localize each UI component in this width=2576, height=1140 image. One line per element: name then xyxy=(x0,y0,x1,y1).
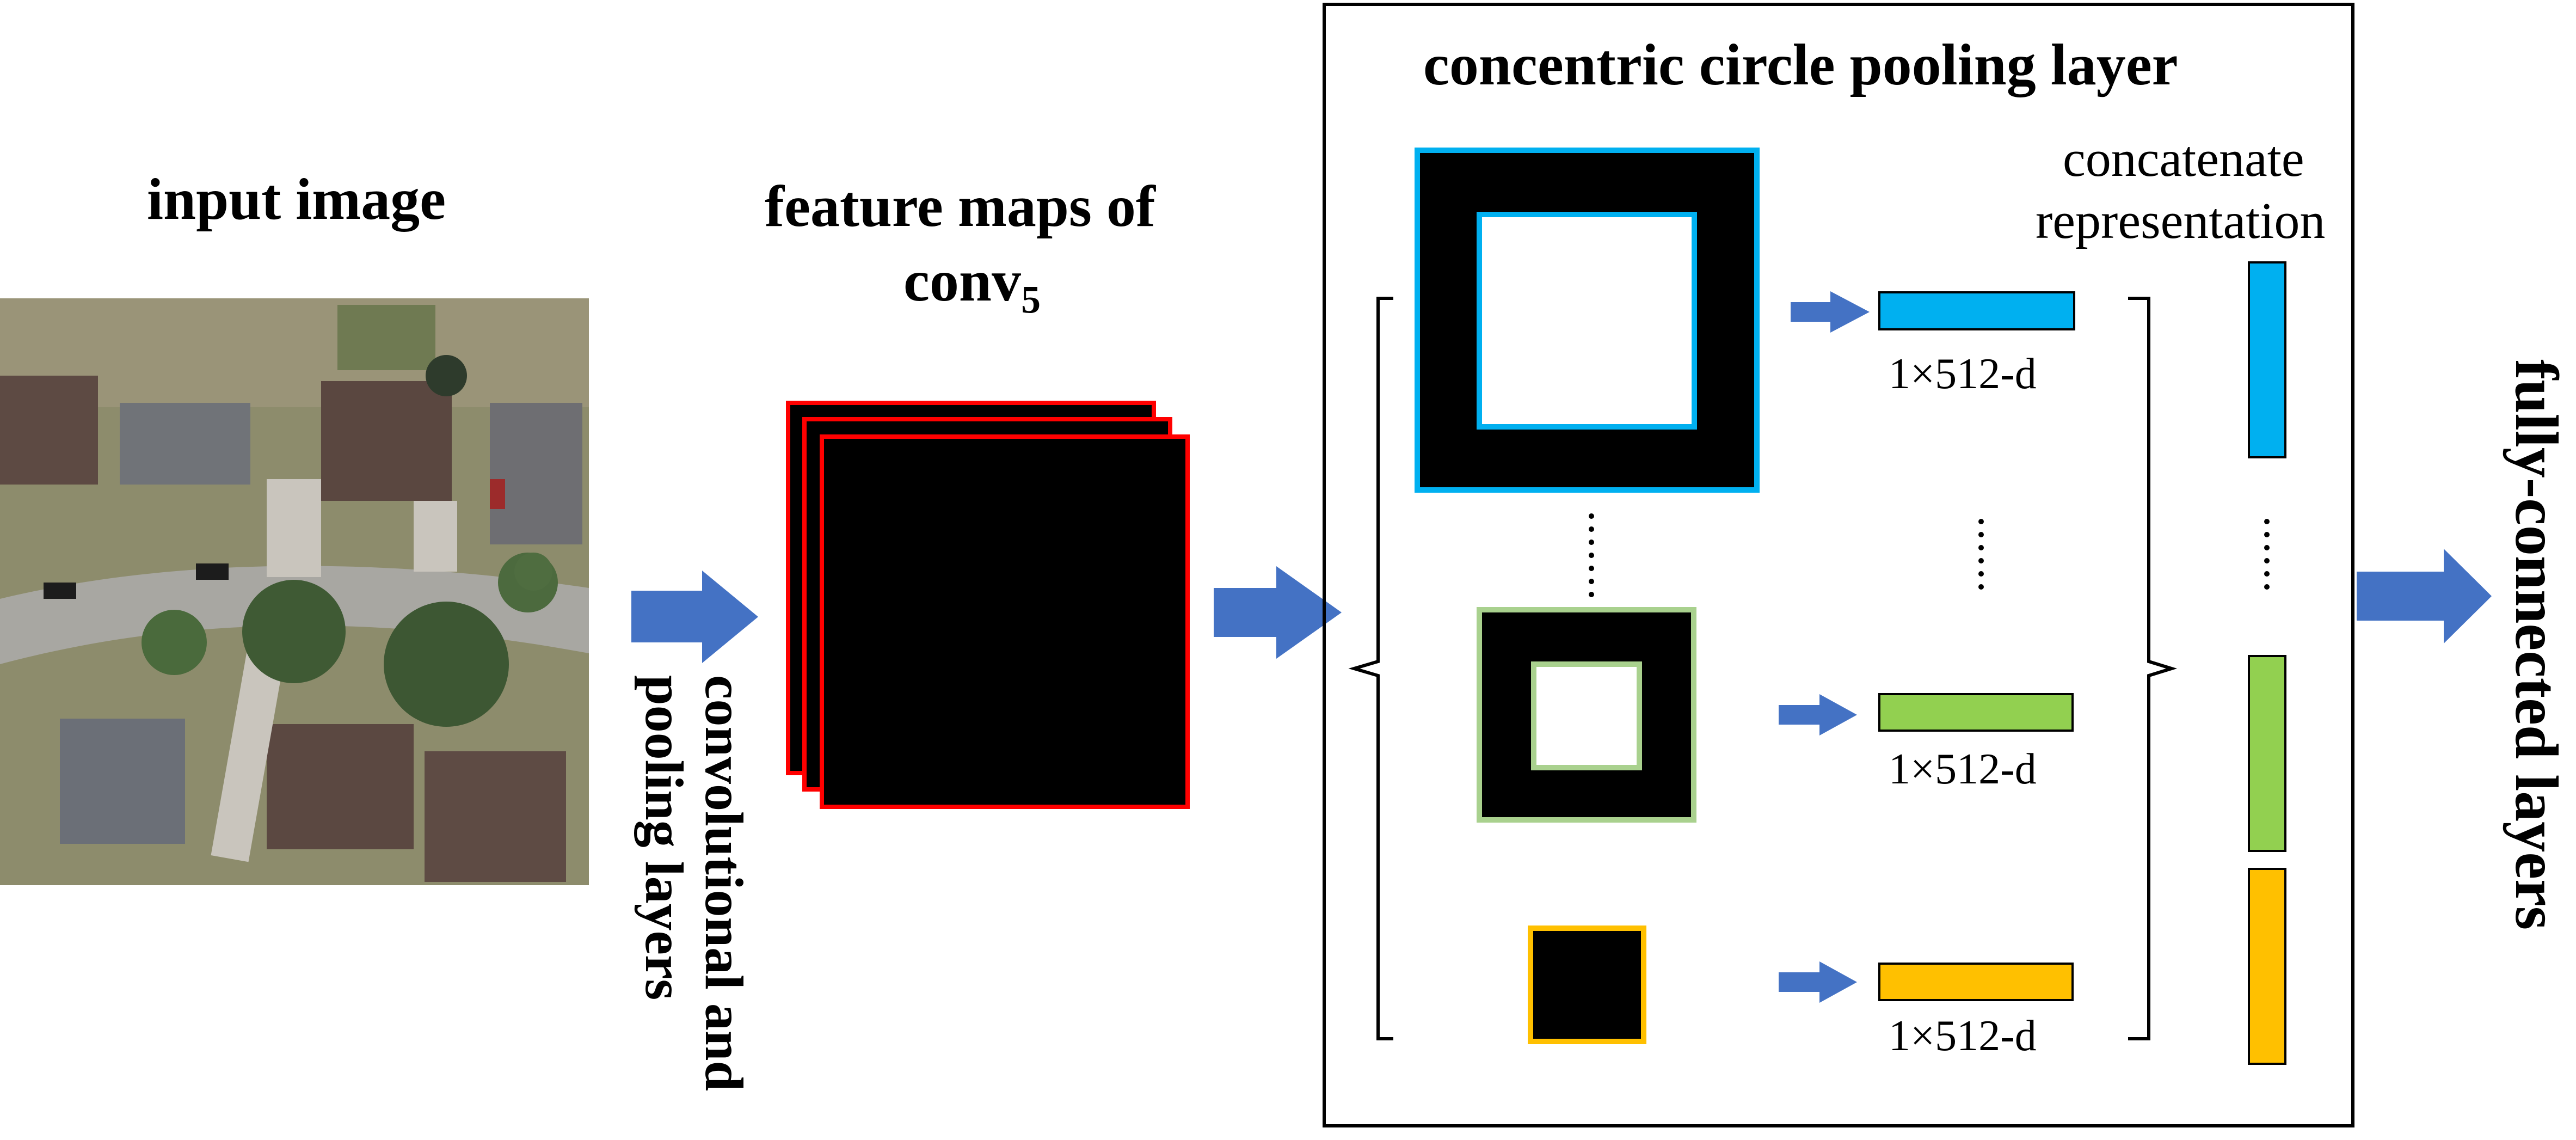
feature-map-front xyxy=(820,434,1190,809)
vector-gold xyxy=(1878,963,2074,1001)
concat-segment-gold xyxy=(2248,868,2286,1065)
small-arrow-bottom xyxy=(1779,961,1857,1003)
feature-maps-title-line2: conv5 xyxy=(903,248,1041,323)
input-aerial-photo xyxy=(0,298,589,885)
arrow-to-fully-connected xyxy=(2357,549,2492,643)
conv-pooling-label: convolutional and pooling layers xyxy=(634,675,754,1121)
concat-segment-green xyxy=(2248,655,2286,852)
right-brace xyxy=(2128,297,2178,1040)
fully-connected-label: fully-connected layers xyxy=(2503,359,2570,930)
ellipsis-vertical-squares xyxy=(1589,513,1594,597)
feature-maps-title-line1: feature maps of xyxy=(765,174,1155,239)
feature-maps-conv-label: conv xyxy=(903,249,1021,314)
arrow-right-1 xyxy=(631,571,758,663)
pooling-layer-frame xyxy=(1323,3,2354,1127)
ellipsis-vertical-vectors xyxy=(1978,519,1984,590)
dim-label-middle: 1×512-d xyxy=(1889,745,2037,793)
pooling-square-medium xyxy=(1477,607,1696,823)
input-image-title: input image xyxy=(147,167,446,232)
pooling-square-small xyxy=(1528,926,1646,1044)
dim-label-bottom: 1×512-d xyxy=(1889,1012,2037,1060)
dim-label-top: 1×512-d xyxy=(1889,350,2037,398)
small-arrow-middle xyxy=(1779,694,1857,736)
concatenate-label-line1: concatenate xyxy=(2063,131,2304,187)
feature-maps-conv-subscript: 5 xyxy=(1021,278,1041,322)
left-brace xyxy=(1348,297,1393,1040)
arrow-right-2 xyxy=(1214,566,1342,659)
vector-green xyxy=(1878,693,2074,732)
conv-pooling-label-line2: pooling layers xyxy=(634,675,694,1001)
pooling-layer-title: concentric circle pooling layer xyxy=(1423,33,2178,97)
ellipsis-vertical-concat xyxy=(2264,519,2270,590)
concatenate-label-line2: representation xyxy=(2036,193,2326,249)
concat-segment-blue xyxy=(2248,261,2286,458)
vector-blue xyxy=(1878,291,2075,330)
pooling-square-large xyxy=(1415,148,1760,493)
conv-pooling-label-line1: convolutional and xyxy=(694,675,754,1092)
small-arrow-top xyxy=(1791,291,1870,333)
